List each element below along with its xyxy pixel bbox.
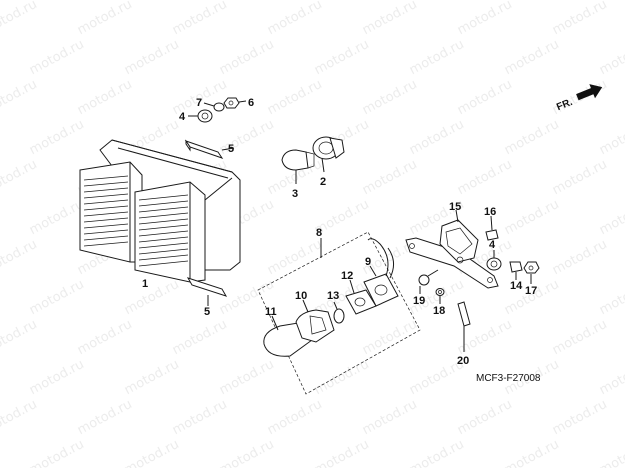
lens-rib [138,236,189,243]
grommet-nut-set [188,97,247,123]
lens-rib [83,235,129,241]
lens-rib [138,260,189,267]
turn-signal-bulb [333,301,345,324]
turn-signal-housing [295,299,335,343]
bracket-nut [523,261,540,284]
lens-rib [83,241,129,247]
label-8: 8 [316,227,322,239]
lens-rib [83,187,129,193]
label-15: 15 [449,201,461,213]
label-10: 10 [295,290,307,302]
label-16: 16 [484,206,496,218]
lens-rib [138,248,189,255]
turn-signal-box [257,231,421,395]
label-20: 20 [457,355,469,367]
lens-rib [138,212,189,219]
label-4a: 4 [179,111,186,123]
label-5a: 5 [228,143,234,155]
label-1: 1 [142,278,148,290]
washer [435,288,445,304]
license-bracket [405,209,499,289]
lens-rib [138,206,189,213]
reflector [457,301,471,352]
label-19: 19 [413,295,425,307]
bracket-cap [485,215,499,241]
lens-rib [138,200,189,207]
lens-rib [83,175,129,181]
turn-signal-gasket [345,279,377,315]
lens-rib [138,242,189,249]
front-direction-label: FR. [555,97,574,113]
label-4b: 4 [489,239,496,251]
arrow-right-icon [576,84,603,101]
diagram-code: MCF3-F27008 [476,373,541,384]
lens-rib [83,223,129,229]
label-11: 11 [265,306,277,318]
lens-rib [83,211,129,217]
bulb [281,149,315,184]
label-13: 13 [327,290,339,302]
label-17: 17 [525,285,537,297]
label-9: 9 [365,256,371,268]
tail-light-assembly [79,139,241,283]
lens-rib [138,218,189,225]
lens-rib [83,217,129,223]
label-14: 14 [510,280,523,292]
part-labels: 1 2 3 4 4 5 5 6 7 8 9 10 11 12 13 14 15 … [142,97,537,367]
lens-rib [138,254,189,261]
lens-rib [83,193,129,199]
lens-rib [83,229,129,235]
rubber-block-top [184,139,235,159]
label-12: 12 [341,270,353,282]
turn-signal-socket [363,238,399,307]
bracket-bolt [509,261,523,280]
label-2: 2 [320,176,326,188]
lens-rib [138,230,189,237]
label-5b: 5 [204,306,210,318]
label-3: 3 [292,188,298,200]
rubber-block-bottom [186,277,228,306]
lens-rib [138,194,189,201]
label-6: 6 [248,97,254,109]
lens-rib [138,224,189,231]
bulb-socket [312,136,345,173]
lens-rib [83,205,129,211]
bracket-grommet [486,250,502,271]
lens-rib [83,181,129,187]
front-direction-indicator: FR. [555,84,603,113]
label-7: 7 [196,97,202,109]
label-18: 18 [433,305,445,317]
screw [418,269,439,294]
lens-rib [83,199,129,205]
